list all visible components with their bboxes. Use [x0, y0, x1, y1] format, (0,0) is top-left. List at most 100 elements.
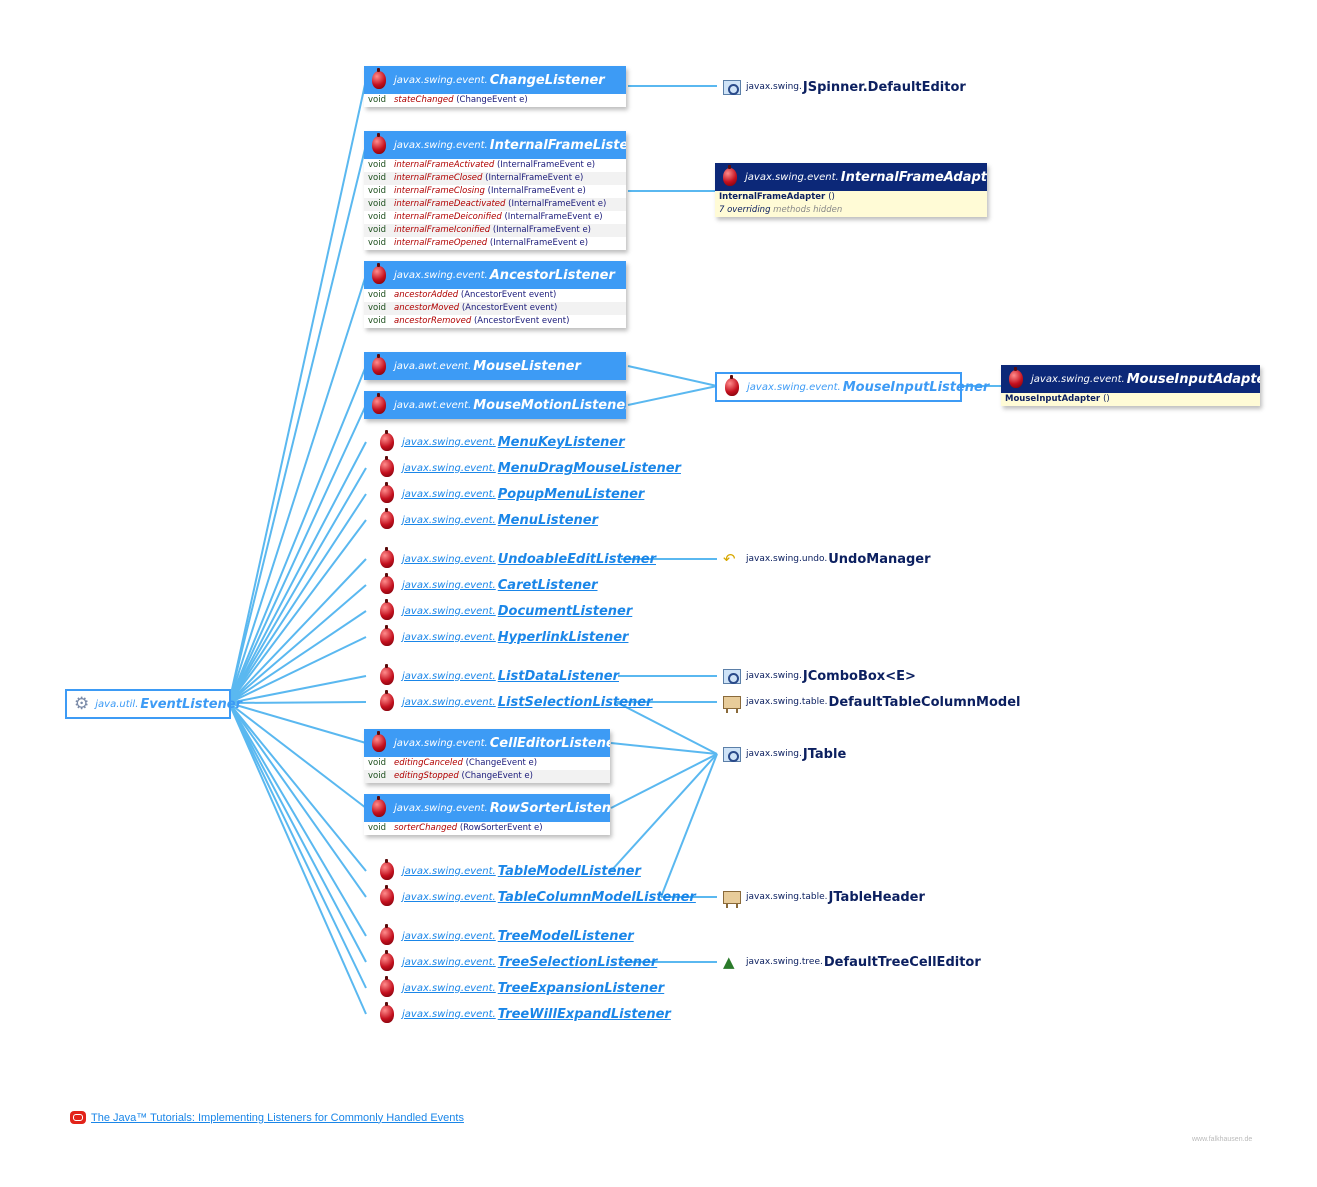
node-name: PopupMenuListener [497, 486, 645, 502]
node-package: javax.swing.event. [394, 74, 488, 86]
interface-icon [372, 68, 386, 89]
node-package: javax.swing.event. [402, 488, 496, 500]
root-edge [228, 675, 367, 704]
listener-link-hyperlink-listener[interactable]: javax.swing.event.HyperlinkListener [372, 625, 628, 648]
listener-link-tree-expansion-listener[interactable]: javax.swing.event.TreeExpansionListener [372, 976, 664, 999]
root-edge [228, 702, 367, 1015]
class-node-jtableheader[interactable]: javax.swing.table.JTableHeader [723, 887, 925, 908]
tutorial-link[interactable]: The Java™ Tutorials: Implementing Listen… [91, 1111, 464, 1124]
node-package: javax.swing.event. [402, 553, 496, 565]
listener-link-undoable-edit-listener[interactable]: javax.swing.event.UndoableEditListener [372, 547, 656, 570]
edge-tablemodel-jtable [610, 753, 718, 872]
class-node-defaulttreecelleditor[interactable]: ▲ javax.swing.tree.DefaultTreeCellEditor [723, 952, 981, 972]
class-node-jtable[interactable]: javax.swing.JTable [723, 744, 846, 764]
node-package: javax.swing.event. [402, 462, 496, 474]
event-listener-root-node[interactable]: ⚙ java.util. EventListener [65, 689, 242, 719]
node-name: MouseMotionListener [473, 397, 626, 413]
interface-icon [380, 599, 394, 620]
node-package: javax.swing.event. [402, 1008, 496, 1020]
node-package: javax.swing.event. [402, 579, 496, 591]
edge-rowsorter-jtable [610, 753, 718, 809]
root-edge [228, 702, 367, 937]
edge-listselection-jtable [615, 701, 718, 755]
mouse-input-adapter-node[interactable]: javax.swing.event. MouseInputAdapter Mou… [1001, 365, 1260, 406]
interface-icon [380, 885, 394, 906]
internal-frame-listener-node[interactable]: javax.swing.event. InternalFrameListener… [364, 131, 626, 250]
hidden-methods-row: 7 overriding methods hidden [715, 204, 987, 217]
listener-link-tree-will-expand-listener[interactable]: javax.swing.event.TreeWillExpandListener [372, 1002, 671, 1025]
listener-link-list-data-listener[interactable]: javax.swing.event.ListDataListener [372, 664, 619, 687]
listener-link-table-column-model-listener[interactable]: javax.swing.event.TableColumnModelListen… [372, 885, 696, 908]
interface-icon [380, 924, 394, 945]
node-package: java.awt.event. [394, 399, 472, 411]
cell-editor-listener-node[interactable]: javax.swing.event. CellEditorListener vo… [364, 729, 610, 783]
node-package: javax.swing. [746, 749, 802, 759]
listener-link-popup-menu-listener[interactable]: javax.swing.event.PopupMenuListener [372, 482, 645, 505]
ancestor-listener-node[interactable]: javax.swing.event. AncestorListener void… [364, 261, 626, 328]
root-edge [228, 441, 367, 704]
node-name: MouseListener [473, 358, 581, 374]
row-sorter-listener-node[interactable]: javax.swing.event. RowSorterListener voi… [364, 794, 610, 835]
listener-link-list-selection-listener[interactable]: javax.swing.event.ListSelectionListener [372, 690, 653, 713]
watermark: www.falkhausen.de [1192, 1136, 1253, 1143]
node-package: javax.swing.table. [746, 892, 828, 902]
listener-link-menu-drag-mouse-listener[interactable]: javax.swing.event.MenuDragMouseListener [372, 456, 681, 479]
node-package: javax.swing.event. [402, 436, 496, 448]
listener-link-caret-listener[interactable]: javax.swing.event.CaretListener [372, 573, 598, 596]
listener-link-menu-key-listener[interactable]: javax.swing.event.MenuKeyListener [372, 430, 625, 453]
node-package: javax.swing.event. [402, 670, 496, 682]
class-node-defaulttablecolumnmodel[interactable]: javax.swing.table.DefaultTableColumnMode… [723, 692, 1021, 713]
class-node-jspinnerdefaulteditor[interactable]: javax.swing.JSpinner.DefaultEditor [723, 77, 966, 97]
node-package: javax.swing.event. [745, 171, 839, 183]
listener-link-tree-model-listener[interactable]: javax.swing.event.TreeModelListener [372, 924, 634, 947]
interface-icon [372, 393, 386, 414]
root-edge [228, 610, 367, 704]
root-package: java.util. [95, 698, 139, 710]
node-name: AncestorListener [489, 267, 615, 283]
node-package: javax.swing.tree. [746, 957, 823, 967]
class-node-undomanager[interactable]: ↶javax.swing.undo.UndoManager [723, 549, 931, 569]
node-name: JComboBox<E> [802, 668, 916, 684]
listener-link-document-listener[interactable]: javax.swing.event.DocumentListener [372, 599, 632, 622]
tree-icon: ▲ [723, 953, 735, 971]
listener-link-tree-selection-listener[interactable]: javax.swing.event.TreeSelectionListener [372, 950, 657, 973]
node-package: javax.swing.event. [394, 737, 488, 749]
listener-link-table-model-listener[interactable]: javax.swing.event.TableModelListener [372, 859, 641, 882]
interface-icon [380, 950, 394, 971]
node-name: CaretListener [497, 577, 598, 593]
class-node-jcomboboxe[interactable]: javax.swing.JComboBox<E> [723, 666, 916, 686]
mouse-input-listener-node[interactable]: javax.swing.event. MouseInputListener [715, 372, 989, 402]
window-icon [723, 79, 741, 95]
node-name: JTable [802, 746, 847, 762]
interface-icon [380, 456, 394, 477]
mouse-listener-node[interactable]: java.awt.event. MouseListener [364, 352, 626, 380]
constructor-row: MouseInputAdapter () [1001, 393, 1260, 406]
node-name: DefaultTreeCellEditor [823, 954, 981, 970]
root-edge [228, 702, 367, 898]
interface-icon [380, 664, 394, 685]
root-edge [228, 702, 367, 872]
node-name: TreeWillExpandListener [497, 1006, 671, 1022]
interface-icon [372, 731, 386, 752]
listener-link-menu-listener[interactable]: javax.swing.event.MenuListener [372, 508, 599, 531]
node-name: ListSelectionListener [497, 694, 653, 710]
internal-frame-adapter-node[interactable]: javax.swing.event. InternalFrameAdapter … [715, 163, 987, 217]
node-package: javax.swing.event. [402, 982, 496, 994]
node-package: javax.swing.event. [402, 696, 496, 708]
node-name: MenuListener [497, 512, 599, 528]
node-name: DefaultTableColumnModel [828, 694, 1021, 710]
mouse-motion-listener-node[interactable]: java.awt.event. MouseMotionListener [364, 391, 626, 419]
root-edge [228, 584, 367, 704]
node-package: javax.swing.event. [402, 605, 496, 617]
